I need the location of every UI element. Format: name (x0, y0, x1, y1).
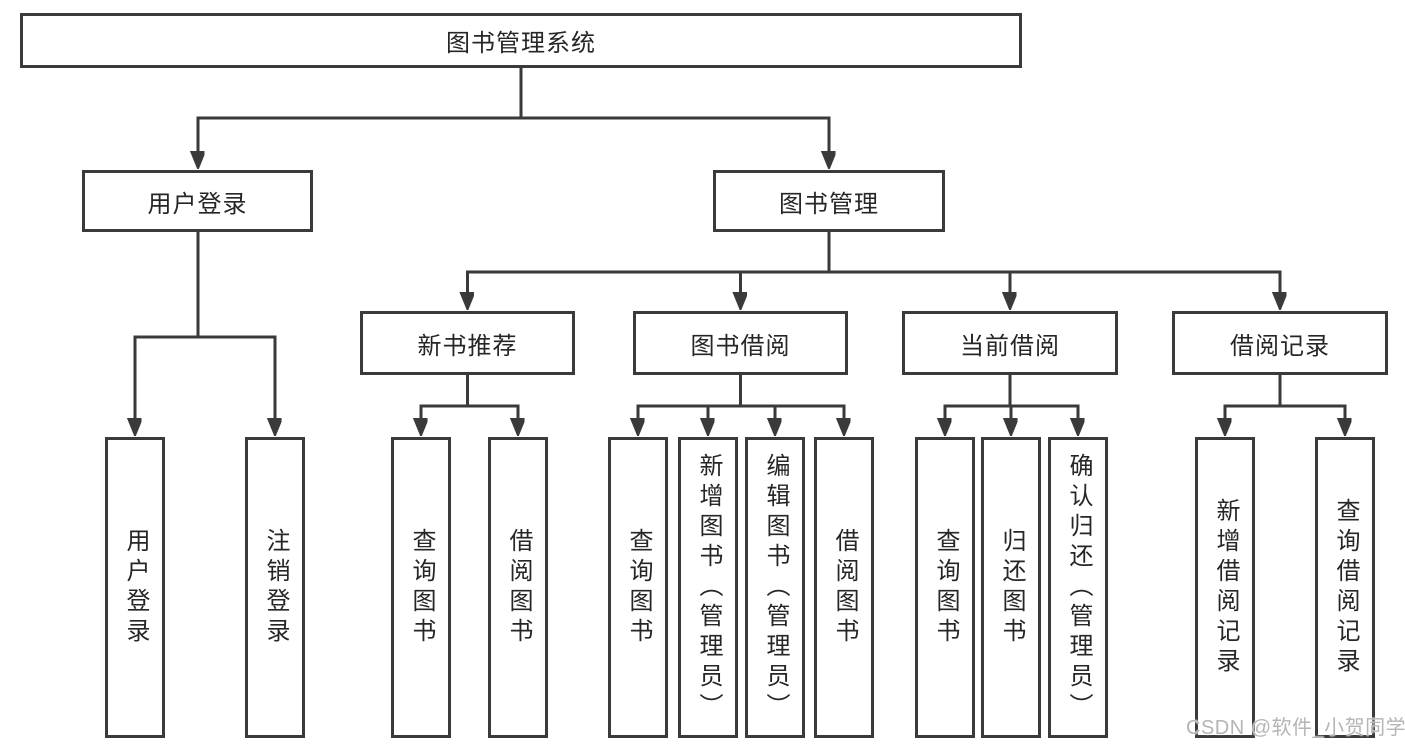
leaf-edit-books-admin: 编辑图书（管理员） (745, 437, 805, 738)
leaf-return-books: 归还图书 (981, 437, 1041, 738)
leaf-query-books-borrow: 查询图书 (608, 437, 668, 738)
leaf-add-borrow-record: 新增借阅记录 (1195, 437, 1255, 738)
leaf-borrow-books-recommend: 借阅图书 (488, 437, 548, 738)
leaf-user-login: 用户登录 (105, 437, 165, 738)
node-borrowing-records: 借阅记录 (1172, 311, 1388, 375)
node-library-system: 图书管理系统 (20, 13, 1022, 68)
leaf-logout: 注销登录 (245, 437, 305, 738)
leaf-query-books-current: 查询图书 (915, 437, 975, 738)
leaf-query-borrow-record: 查询借阅记录 (1315, 437, 1375, 738)
leaf-confirm-return-admin: 确认归还（管理员） (1048, 437, 1108, 738)
leaf-query-books-recommend: 查询图书 (391, 437, 451, 738)
node-user-login: 用户登录 (82, 170, 313, 232)
leaf-add-books-admin: 新增图书（管理员） (678, 437, 738, 738)
node-new-book-recommendation: 新书推荐 (360, 311, 575, 375)
leaf-borrow-books: 借阅图书 (814, 437, 874, 738)
node-book-borrowing: 图书借阅 (633, 311, 848, 375)
node-book-management: 图书管理 (713, 170, 945, 232)
node-current-borrowing: 当前借阅 (902, 311, 1118, 375)
csdn-watermark: CSDN @软件_小贺同学 (1186, 717, 1405, 739)
